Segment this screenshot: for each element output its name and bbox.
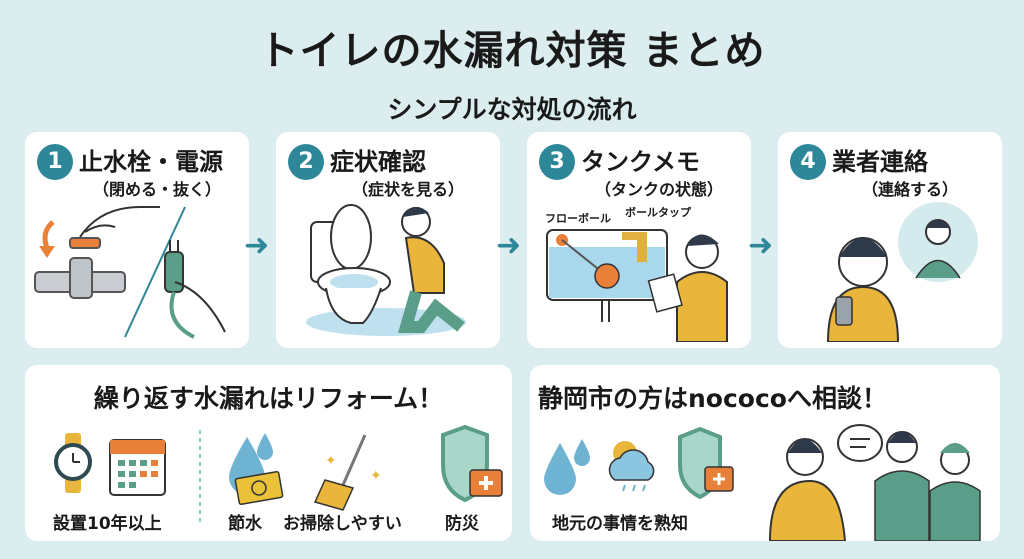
tank-illustration: [546, 229, 728, 342]
water-drop-icon: [544, 439, 590, 495]
reform-icons: ✦✦: [54, 424, 503, 525]
flow-arrow: ➜: [496, 228, 522, 263]
step-card-2: 2 症状確認 （症状を見る）: [276, 132, 500, 348]
reform-item: 節水: [228, 514, 262, 534]
step-heading: 止水栓・電源: [79, 148, 223, 176]
step-heading: 症状確認: [330, 148, 426, 176]
staff-figures: [874, 431, 981, 541]
speech-bubble-icon: [837, 424, 883, 462]
svg-text:✦: ✦: [325, 453, 337, 469]
svg-text:✦: ✦: [370, 468, 382, 484]
consult-heading: 静岡市の方はnococoへ相談！: [538, 384, 887, 413]
step-subheading: （タンクの状態）: [594, 180, 723, 199]
step-heading: タンクメモ: [581, 148, 701, 176]
flow-arrow: ➜: [244, 228, 270, 263]
first-aid-kit-icon: [704, 466, 734, 492]
reform-item: 防災: [445, 514, 479, 534]
step-card-1: 1 止水栓・電源 （閉める・抜く）: [25, 132, 249, 348]
calendar-icon: [109, 439, 166, 496]
step-subheading: （連絡する）: [861, 180, 958, 199]
first-aid-kit-icon: [469, 469, 503, 497]
step-number: 3: [539, 144, 575, 180]
consult-item: 地元の事情を熟知: [552, 514, 688, 534]
step-card-3: 3 タンクメモ （タンクの状態） フローボール ボールタップ: [527, 132, 751, 348]
step-number: 4: [790, 144, 826, 180]
consult-icons: [544, 424, 981, 541]
step-subheading: （症状を見る）: [351, 180, 464, 199]
step-card-4: 4 業者連絡 （連絡する）: [778, 132, 1002, 348]
float-ball-label: フローボール: [545, 212, 611, 225]
step-heading: 業者連絡: [832, 148, 928, 176]
step-number: 1: [37, 144, 73, 180]
customer-figure: [768, 438, 847, 541]
ball-tap-label: ボールタップ: [625, 206, 691, 219]
reform-card: 繰り返す水漏れはリフォーム！ ✦✦ 設置10年以上 節水 お掃除しやすい 防災: [25, 365, 512, 541]
valve-and-plug-illustration: [34, 206, 226, 339]
flow-arrow: ➜: [748, 228, 774, 263]
money-icon: [234, 470, 284, 506]
reform-item: お掃除しやすい: [283, 514, 402, 534]
consult-card: 静岡市の方はnococoへ相談！ 地元の事情を熟知: [530, 365, 1000, 541]
broom-icon: ✦✦: [313, 434, 382, 511]
reform-item: 設置10年以上: [53, 514, 162, 534]
watch-icon: [54, 433, 92, 493]
toilet-leak-illustration: [306, 204, 466, 336]
weather-icon: [608, 441, 655, 492]
phone-call-illustration: [826, 202, 978, 342]
step-subheading: （閉める・抜く）: [92, 180, 221, 199]
page-title: トイレの水漏れ対策 まとめ: [258, 28, 766, 74]
step-number: 2: [288, 144, 324, 180]
page-subtitle: シンプルな対処の流れ: [387, 95, 637, 124]
reform-heading: 繰り返す水漏れはリフォーム！: [93, 384, 444, 413]
